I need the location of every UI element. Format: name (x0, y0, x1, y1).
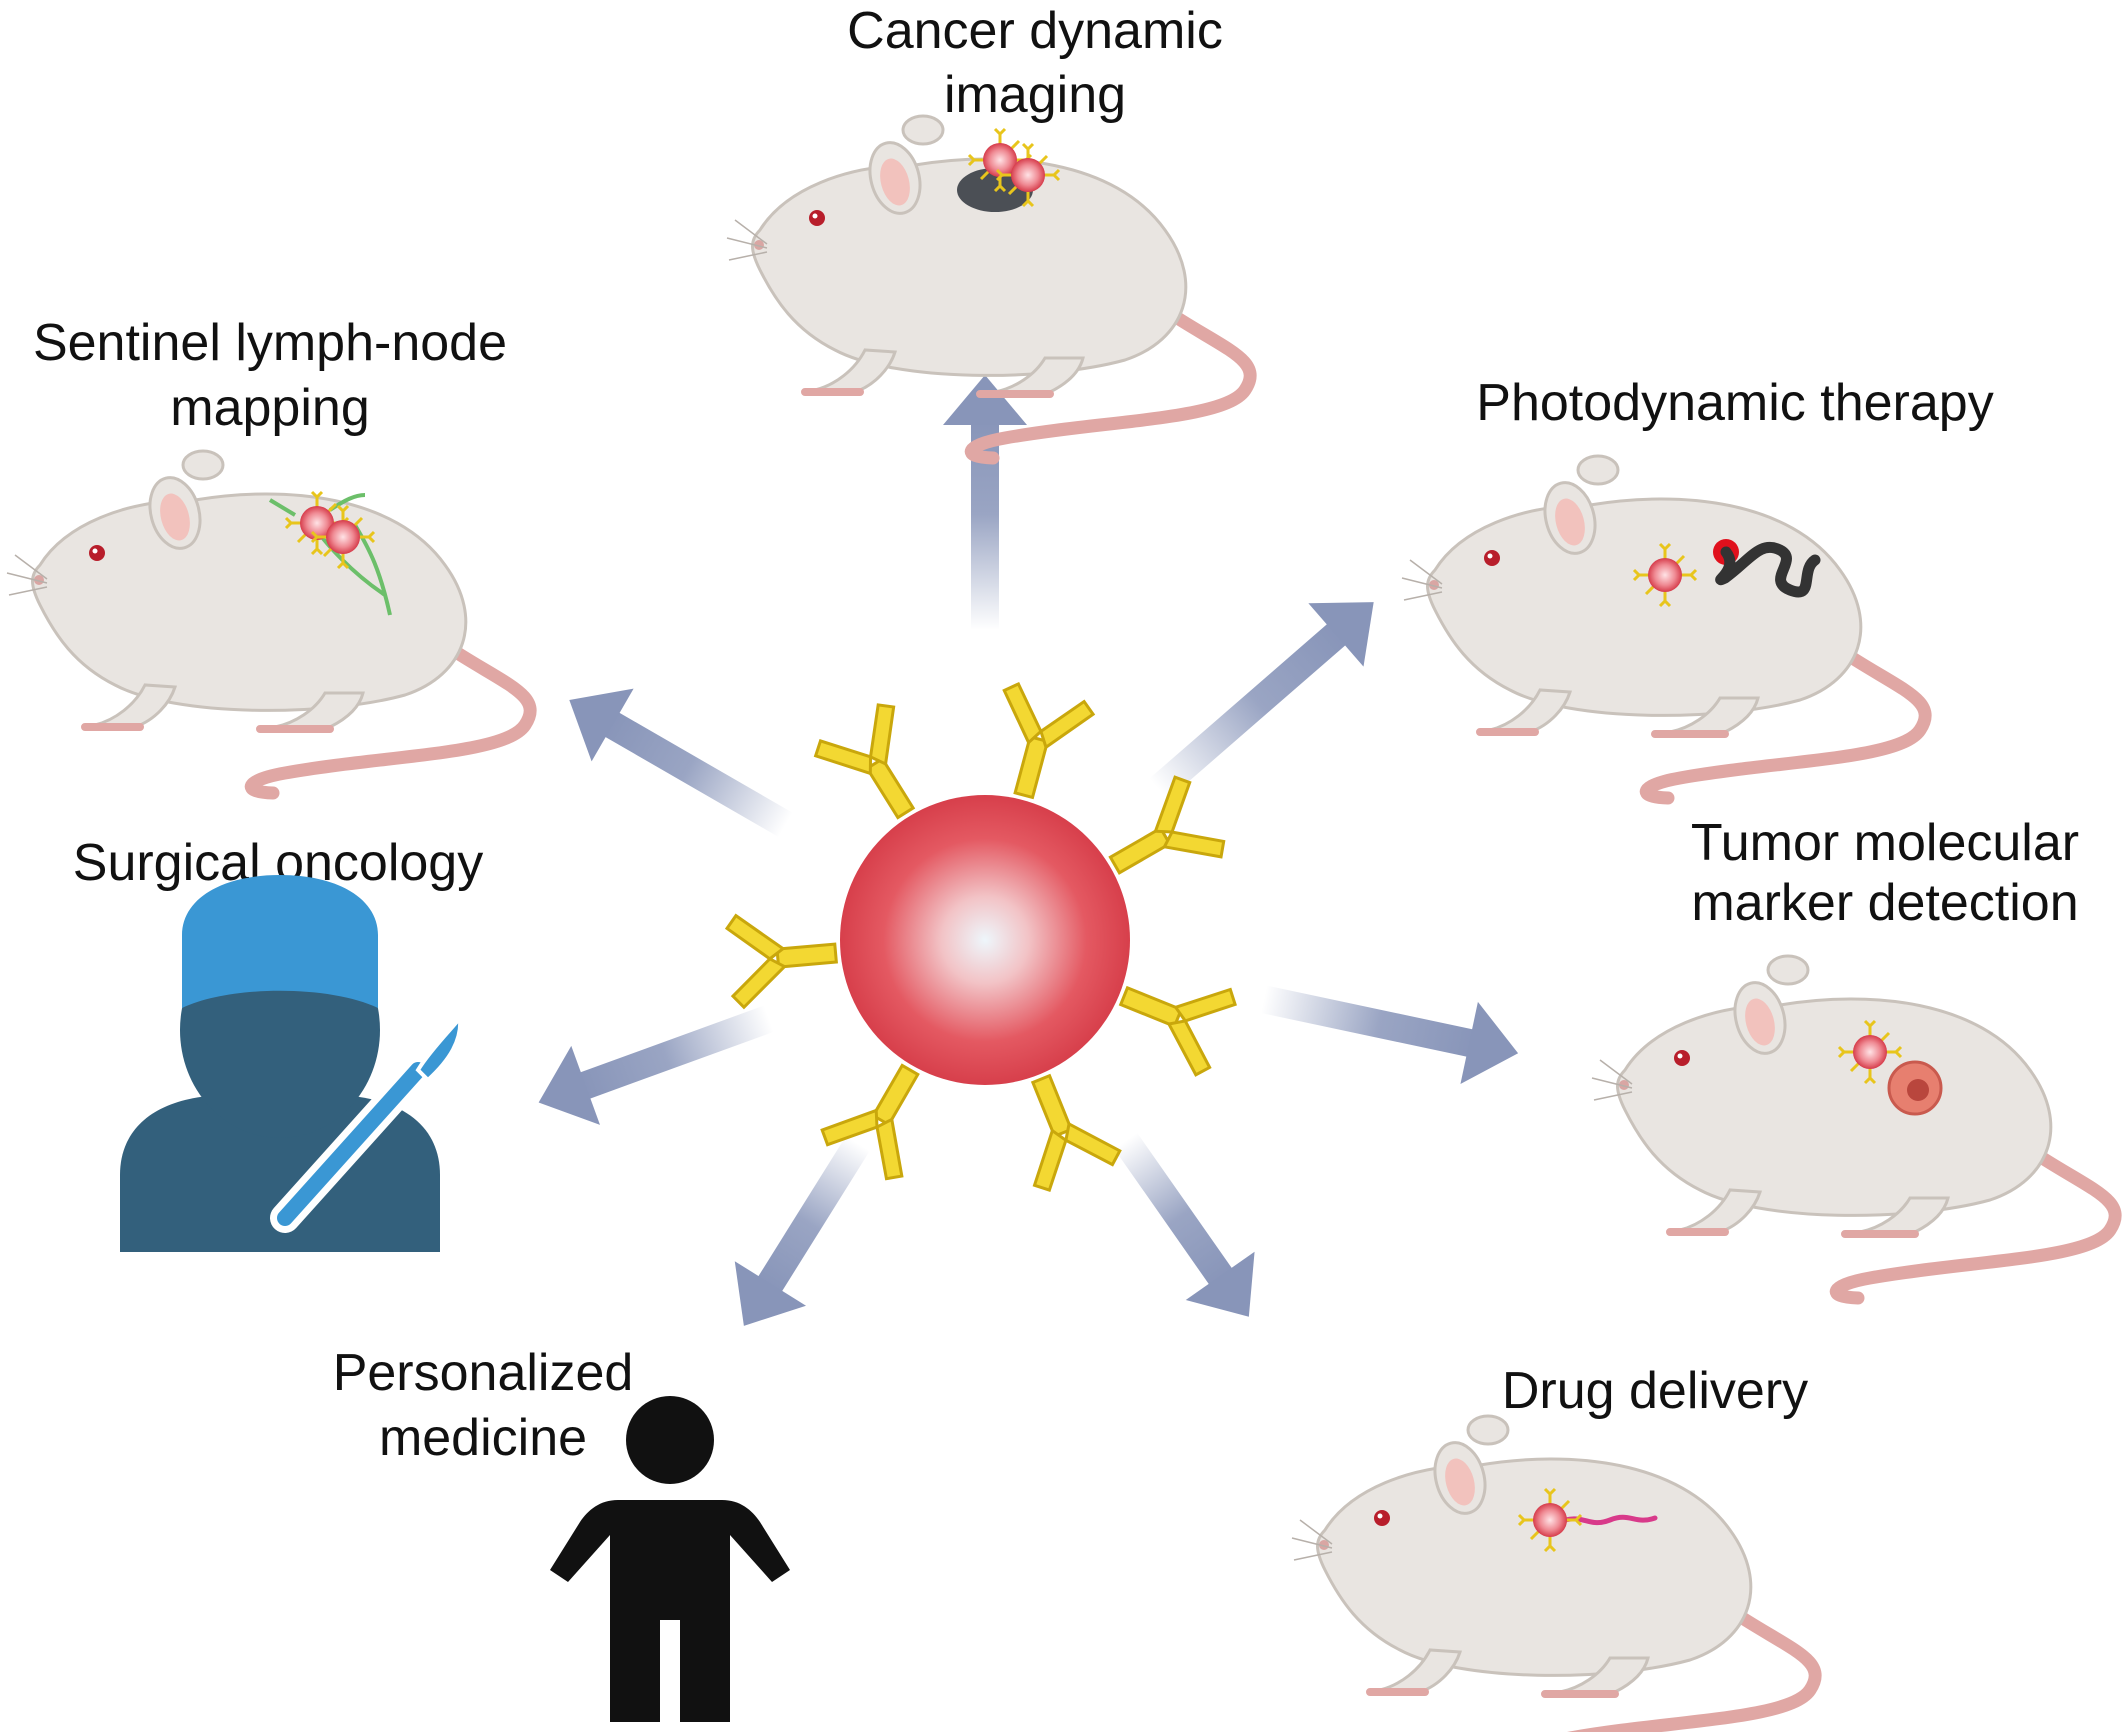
mouse-icon (1292, 1416, 1815, 1732)
antibody-icon (724, 905, 842, 1010)
arrow-to-cancer-imaging (943, 375, 1027, 630)
scalpel-icon (270, 1012, 463, 1233)
antibody-icon (977, 679, 1098, 809)
lymph-node-panel: Sentinel lymph-node mapping (7, 314, 530, 793)
lymph-node-label-line1: Sentinel lymph-node (33, 314, 507, 372)
antibody-icon (1105, 952, 1242, 1081)
drug-delivery-panel: Drug delivery (1292, 1362, 1815, 1732)
arrow-to-lymph-node (569, 688, 793, 838)
person-icon (550, 1396, 790, 1722)
arrow-to-surgical (538, 1005, 774, 1125)
mouse-icon (1592, 956, 2115, 1298)
arrow-to-tumor-marker (1260, 985, 1519, 1084)
arrow-to-personalized (734, 1136, 870, 1326)
personalized-label-line1: Personalized (333, 1344, 634, 1402)
cancer-imaging-panel: Cancer dynamic imaging (727, 2, 1250, 458)
photodynamic-panel: Photodynamic therapy (1402, 374, 1994, 798)
drug-delivery-label: Drug delivery (1502, 1362, 1808, 1420)
central-nanoparticle (724, 679, 1242, 1197)
surgical-panel: Surgical oncology (73, 834, 483, 1252)
arrow-to-photodynamic (1149, 602, 1374, 800)
personalized-panel: Personalized medicine (333, 1344, 790, 1722)
personalized-label-line2: medicine (379, 1409, 587, 1467)
cancer-imaging-label-line1: Cancer dynamic (847, 2, 1223, 60)
surgeon-icon (120, 875, 463, 1252)
lymph-node-label-line2: mapping (170, 379, 369, 437)
tumor-marker-panel: Tumor molecular marker detection (1592, 814, 2115, 1298)
cancer-imaging-label-line2: imaging (944, 66, 1126, 124)
nanoparticle-sphere (840, 795, 1130, 1085)
mouse-icon (1402, 456, 1925, 798)
tumor-marker-label-line2: marker detection (1691, 874, 2078, 932)
mouse-icon (7, 451, 530, 793)
arrow-to-drug-delivery (1114, 1132, 1255, 1317)
antibody-icon (997, 1060, 1126, 1197)
tumor-marker-label-line1: Tumor molecular (1691, 814, 2079, 872)
photodynamic-label: Photodynamic therapy (1476, 374, 1993, 432)
mouse-icon (727, 116, 1250, 458)
